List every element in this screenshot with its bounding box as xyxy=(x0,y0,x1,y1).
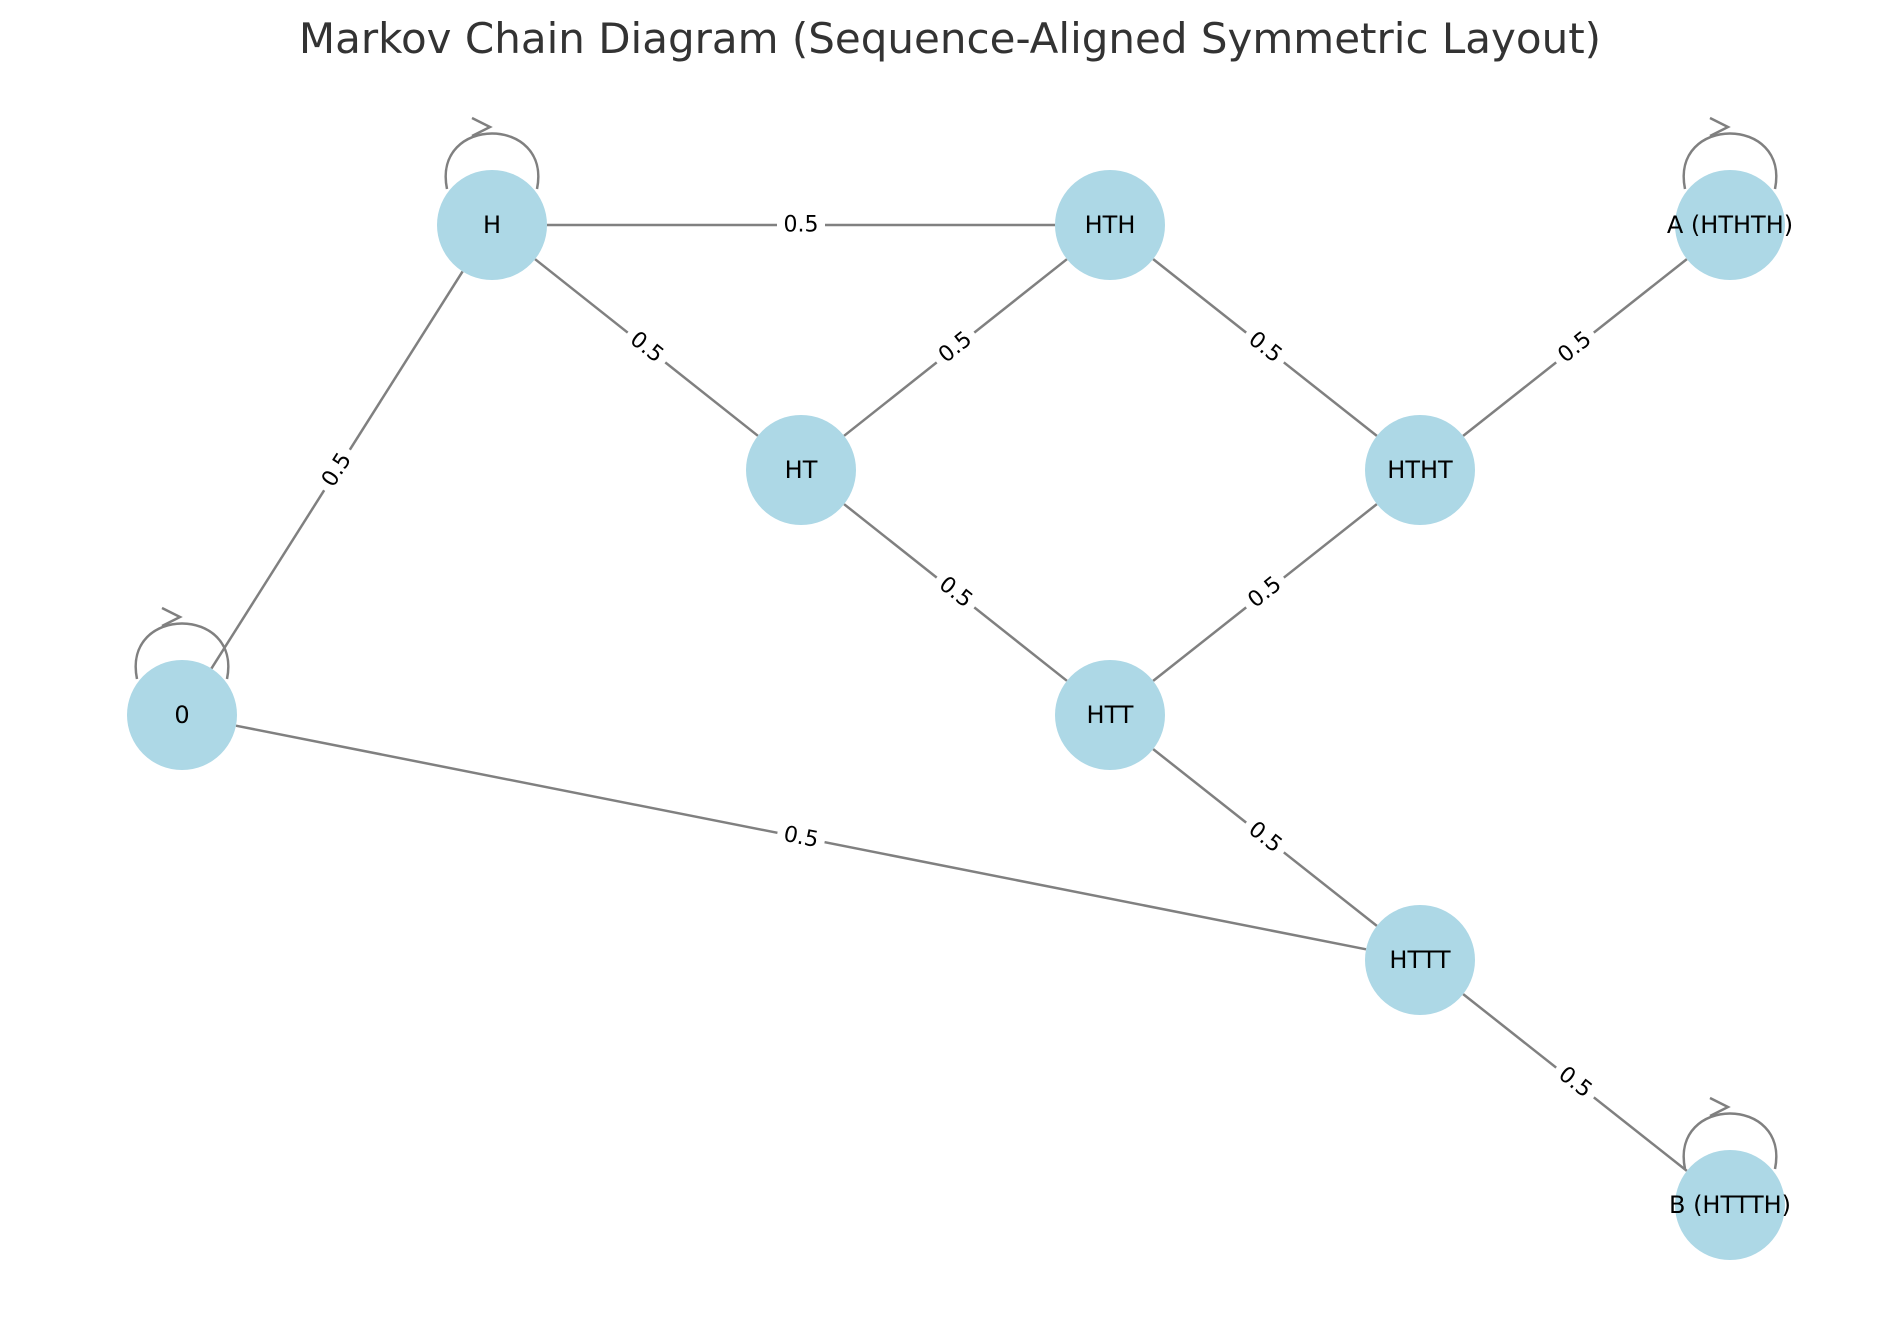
node-label-htt: HTT xyxy=(1087,701,1134,729)
edge-label-h-to-ht: 0.5 xyxy=(618,320,675,375)
self-loop-arrow-b xyxy=(1709,1096,1731,1118)
node-label-ht: HT xyxy=(785,456,818,484)
self-loop-arrow-h xyxy=(471,116,493,138)
node-b xyxy=(1675,1150,1785,1260)
edge-label-httt-to-b: 0.5 xyxy=(1546,1055,1604,1110)
node-label-h: H xyxy=(483,211,501,239)
self-loops-layer xyxy=(134,116,1778,1170)
self-loop-b xyxy=(1682,1112,1778,1170)
edge-label-htt-to-htht: 0.5 xyxy=(1236,565,1294,620)
edge-label-htht-to-a: 0.5 xyxy=(1546,320,1604,375)
nodes-layer: 0 H HT HTH HTT HTHT HTTT A (HTHTH) B (HTTTH) xyxy=(127,170,1793,1260)
edge-label-background xyxy=(1546,1055,1604,1110)
node-label-hth: HTH xyxy=(1085,211,1136,239)
edge-label-background xyxy=(1236,810,1294,865)
node-htt xyxy=(1055,660,1165,770)
node-label-a: A (HTHTH) xyxy=(1667,211,1793,239)
node-htht xyxy=(1365,415,1475,525)
edge-label-background xyxy=(1546,320,1604,375)
node-label-htht: HTHT xyxy=(1387,456,1453,484)
edge-label-0-to-httt: 0.5 xyxy=(774,818,828,857)
self-loop-a xyxy=(1682,132,1778,190)
self-loop-arrow-a xyxy=(1709,116,1731,138)
node-h xyxy=(437,170,547,280)
node-ht xyxy=(746,415,856,525)
edge-label-h-to-hth: 0.5 xyxy=(777,210,825,240)
edge-label-background xyxy=(927,320,984,375)
edge-label-background xyxy=(774,818,828,857)
edge-label-ht-to-htt: 0.5 xyxy=(927,565,984,620)
edge-label-background xyxy=(777,210,825,240)
edge-probability-text: 0.5 xyxy=(784,213,819,238)
edge-label-background xyxy=(311,441,363,499)
node-0 xyxy=(127,660,237,770)
self-loop-arrow-0 xyxy=(161,606,183,628)
edge-label-hth-to-htht: 0.5 xyxy=(1236,320,1294,375)
self-loop-0 xyxy=(134,622,230,680)
edge-label-ht-to-hth: 0.5 xyxy=(927,320,984,375)
edge-label-background xyxy=(1236,320,1294,375)
edge-label-0-to-h: 0.5 xyxy=(311,441,363,499)
node-httt xyxy=(1365,905,1475,1015)
edge-label-background xyxy=(618,320,675,375)
diagram-title: Markov Chain Diagram (Sequence-Aligned S… xyxy=(298,14,1602,63)
node-hth xyxy=(1055,170,1165,280)
node-label-0: 0 xyxy=(174,701,189,729)
self-loop-h xyxy=(444,132,540,190)
node-label-httt: HTTT xyxy=(1389,946,1451,974)
node-label-b: B (HTTTH) xyxy=(1669,1191,1791,1219)
edge-label-background xyxy=(1236,565,1294,620)
edge-label-background xyxy=(927,565,984,620)
edge-label-htt-to-httt: 0.5 xyxy=(1236,810,1294,865)
node-a xyxy=(1675,170,1785,280)
